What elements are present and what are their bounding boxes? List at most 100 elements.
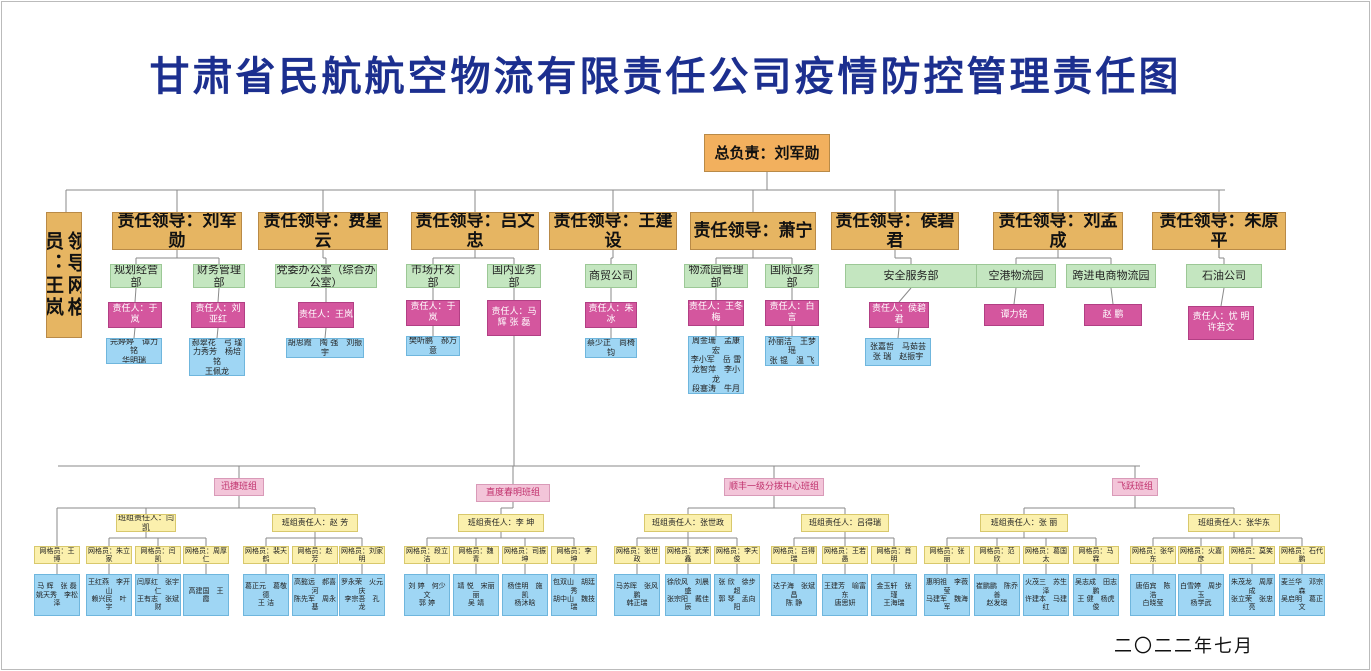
grid-member-box: 网格员：武荣鑫 [665,546,711,564]
staff-box: 赵 鹏 赵 群 周金珊 孟康宏 李小军 岳 雷 龙智萍 李小龙 段塞涛 牛月娥 [688,336,744,394]
connector-line [1013,287,1017,305]
grid-member-box: 网格员：张 丽 [924,546,970,564]
responsible-box: 责任人：忧 明 许若文 [1188,306,1254,340]
responsible-box: 责任人：马 辉 张 磊 [487,300,541,336]
connector-line [1110,287,1114,305]
team-lead-box: 班组责任人：闫 凯 [116,514,176,532]
leader-box: 责任领导：刘军勋 [112,212,242,250]
grid-staff-box: 火茂三 苏生泽 许建本 马建红 [1023,574,1069,616]
grid-staff-box: 惠明祖 李薇莹 马建军 魏海军 [924,574,970,616]
responsible-box: 责任人：朱冰 [585,302,637,328]
team-lead-box: 班组责任人：张华东 [1188,514,1280,532]
chart-title: 甘肃省民航航空物流有限责任公司疫情防控管理责任图 [149,54,1182,100]
grid-member-box: 网格员：肖 明 [871,546,917,564]
grid-staff-box: 吴志成 田志鹏 王 健 杨虎俊 [1073,574,1119,616]
connector-line [897,327,900,339]
grid-member-box: 网格员：王 博 [34,546,80,564]
grid-member-box: 网格员：石代鹏 [1279,546,1325,564]
team-lead-box: 班组责任人：赵 芳 [272,514,358,532]
connector-line [898,287,912,303]
side-leader-label: 领导网格员：王岚 [46,212,82,338]
grid-member-box: 网格员：司振坤 [502,546,548,564]
responsible-box: 责任人：王冬梅 [688,300,744,326]
department-box: 国际业务部 [765,264,819,288]
grid-member-box: 网格员：范 欣 [974,546,1020,564]
leader-box: 责任领导：刘孟成 [993,212,1123,250]
grid-member-box: 网格员：马 霖 [1073,546,1119,564]
grid-member-box: 网格员：张世政 [614,546,660,564]
team-box: 迅捷班组 [214,478,264,496]
date-label: 二〇二二年七月 [1114,636,1254,657]
responsible-box: 责任人：白言 [765,300,819,326]
grid-staff-box: 张 欣 徐步超 郭 琴 孟向阳 [714,574,760,616]
grid-staff-box: 崔鹏鹏 陈乔善 赵发璟 [974,574,1020,616]
connector-line [134,287,137,303]
grid-member-box: 网格员：吕得瑞 [771,546,817,564]
responsible-box: 责任人：于岚 [406,300,460,326]
responsible-box: 责任人：于岚 [108,302,162,328]
grid-member-box: 网格员：闫 凯 [135,546,181,564]
grid-staff-box: 达子海 张斌昌 陈 静 [771,574,817,616]
grid-staff-box: 白雪婷 周步玉 杨学武 [1178,574,1224,616]
grid-staff-box: 葛正元 葛敬德 王 洁 [243,574,289,616]
responsible-box: 赵 鹏 [1084,304,1142,326]
leader-box: 责任领导：侯碧君 [831,212,959,250]
grid-staff-box: 罗永荣 火元庆 李宗吾 孔 龙 [339,574,385,616]
grid-staff-box: 包双山 胡廷秀 胡中山 魏技瑞 [551,574,597,616]
department-box: 国内业务部 [487,264,541,288]
leader-box: 责任领导：萧宁 [690,212,816,250]
department-box: 安全服务部 [845,264,977,288]
staff-box: 张嘉哲 马茹芸 张 瑞 赵振宇 [865,338,931,366]
responsible-box: 责任人：刘亚红 [191,302,245,328]
grid-staff-box: 麦兰华 邓宗森 吴启明 葛正文 [1279,574,1325,616]
staff-box: 完婷婷 谭力铭 华明瑞 [106,338,162,364]
grid-staff-box: 高建国 王 霞 [183,574,229,616]
grid-staff-box: 朱茂龙 周厚成 张立荣 张忠亮 [1229,574,1275,616]
connector-line [133,327,136,339]
grid-member-box: 网格员：魏 青 [453,546,499,564]
team-box: 顺丰一级分拨中心班组 [724,478,824,496]
grid-staff-box: 闫厚红 张宇仁 王有志 张斌财 [135,574,181,616]
team-lead-box: 班组责任人：张 丽 [980,514,1068,532]
grid-member-box: 网格员：周厚仁 [183,546,229,564]
grid-member-box: 网格员：段立洁 [404,546,450,564]
chief-box: 总负责：刘军勋 [704,134,830,172]
grid-member-box: 网格员：火嘉彦 [1178,546,1224,564]
department-box: 市场开发部 [406,264,460,288]
responsible-box: 责任人：王岚 [298,302,354,328]
team-lead-box: 班组责任人：李 坤 [458,514,544,532]
leader-box: 责任领导：费星云 [258,212,388,250]
team-lead-box: 班组责任人：张世政 [644,514,732,532]
grid-member-box: 网格员：葛国太 [1023,546,1069,564]
staff-box: 郝翠花 弓 瑾 力秀芳 杨培铭 王佩龙 [189,338,245,376]
grid-staff-box: 金玉轩 张 瑾 王海瑞 [871,574,917,616]
grid-member-box: 网格员：莫笑一 [1229,546,1275,564]
grid-staff-box: 靖 悦 宋丽丽 吴 靖 [453,574,499,616]
grid-staff-box: 刘 婷 何少文 郭 婷 [404,574,450,616]
staff-box: 胡思霞 陶 强 刘振宇 [286,338,364,358]
connector-line [324,327,327,339]
department-box: 跨进电商物流园 [1066,264,1156,288]
staff-box: 樊听鹏 郝万意 [406,336,460,356]
grid-member-box: 网格员：赵 芳 [292,546,338,564]
grid-staff-box: 唐佰宾 陈 浩 白晓莹 [1130,574,1176,616]
grid-staff-box: 高懿远 郝喜河 陈先军 周永基 [292,574,338,616]
leader-box: 责任领导：朱原平 [1152,212,1286,250]
department-box: 空港物流园 [976,264,1056,288]
grid-staff-box: 王红燕 李开山 赖兴民 叶 宇 [86,574,132,616]
grid-staff-box: 杨佳明 施 凯 杨沐晗 [502,574,548,616]
department-box: 党委办公室（综合办公室） [275,264,377,288]
leader-box: 责任领导：王建设 [549,212,677,250]
grid-staff-box: 马苏晖 张风鹏 韩正瑞 [614,574,660,616]
grid-member-box: 网格员：李 坤 [551,546,597,564]
responsible-box: 责任人：侯碧君 [869,302,929,328]
grid-member-box: 网格员：李天俊 [714,546,760,564]
staff-box: 蔡少正 尚椅钧 [585,338,637,358]
grid-staff-box: 马 辉 张 磊 姚天秀 李松泽 [34,574,80,616]
department-box: 石油公司 [1186,264,1262,288]
grid-member-box: 网格员：张华东 [1130,546,1176,564]
team-lead-box: 班组责任人：吕得瑞 [801,514,889,532]
department-box: 物流园管理部 [684,264,748,288]
